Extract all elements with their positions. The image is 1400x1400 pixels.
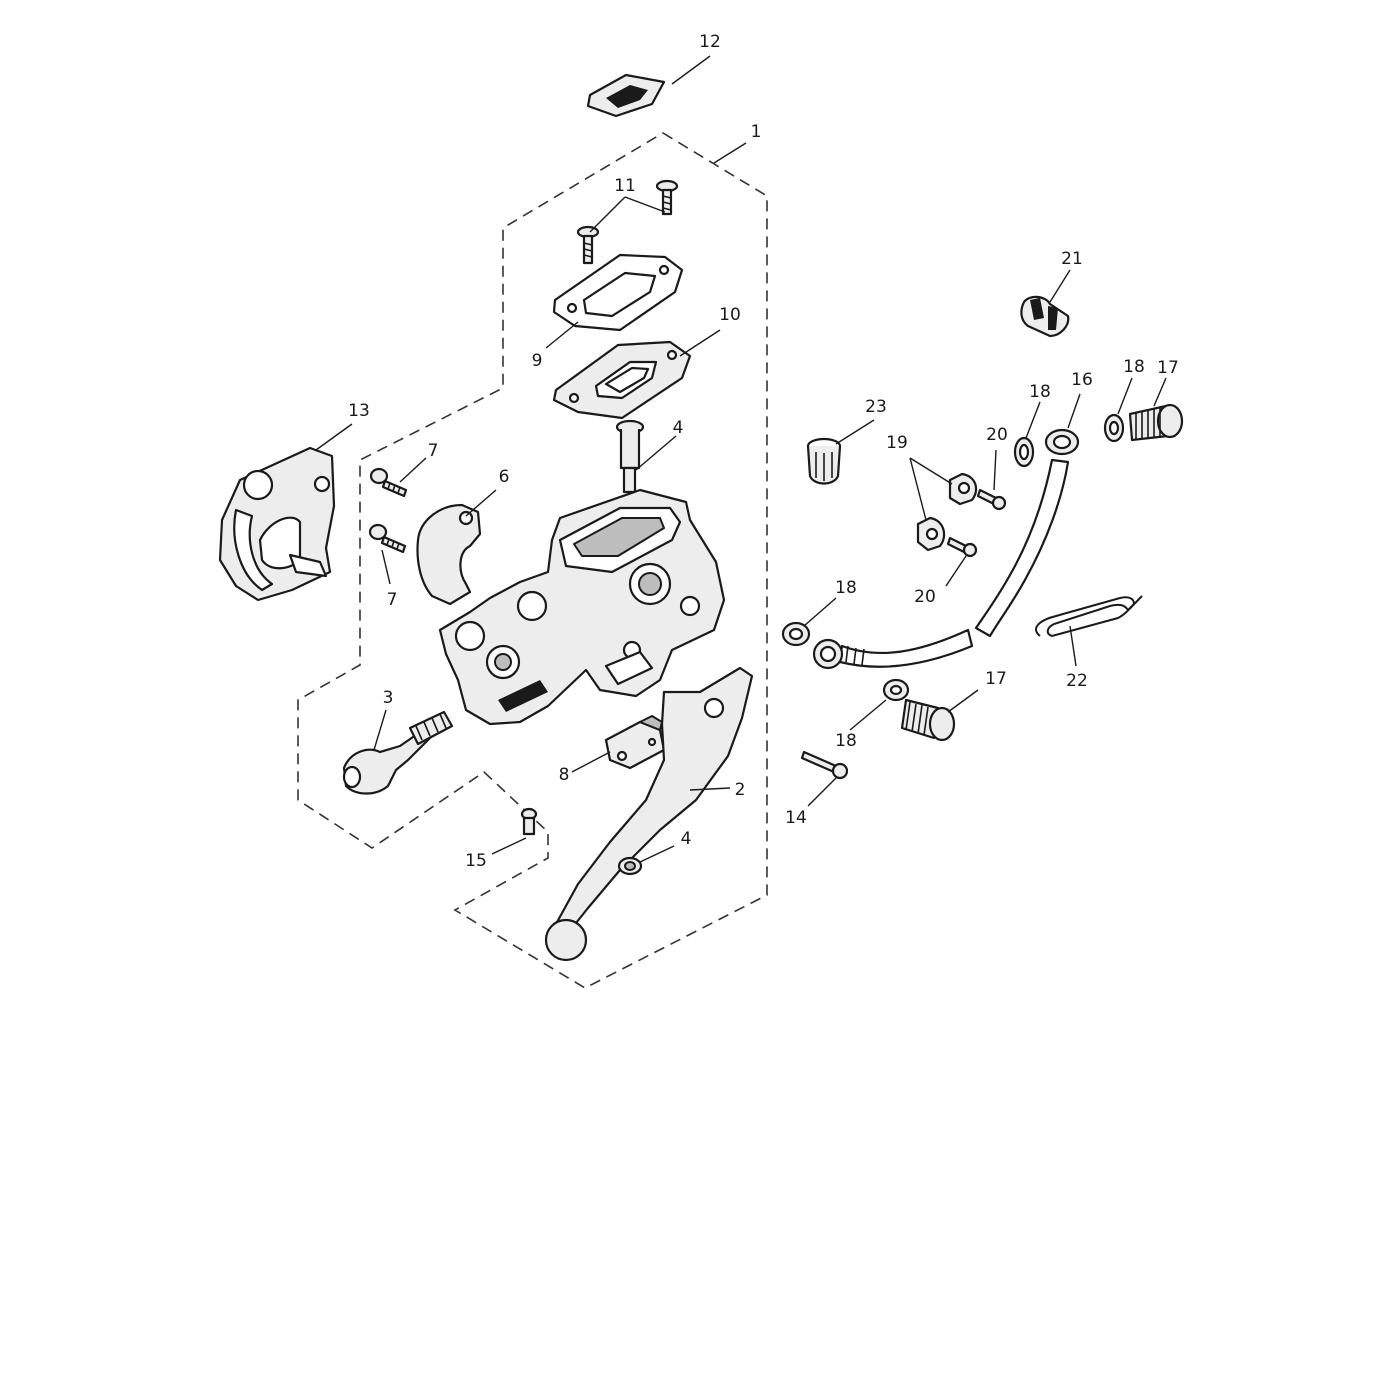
- part-4-nut: [617, 856, 643, 876]
- callout-4b: 4: [681, 829, 692, 849]
- assembly-outline: [297, 132, 768, 989]
- callout-18a: 18: [1029, 382, 1051, 402]
- callout-9: 9: [532, 351, 543, 371]
- callout-12: 12: [699, 32, 721, 52]
- part-7-bolts: [368, 467, 408, 554]
- callout-11: 11: [614, 176, 636, 196]
- part-21-grommet: [1020, 295, 1070, 338]
- callout-1: 1: [751, 122, 762, 142]
- part-17-banjo-bolts: [900, 403, 1184, 742]
- part-11-screws: [576, 179, 679, 265]
- callout-14: 14: [785, 808, 807, 828]
- part-2-lever: [544, 666, 754, 962]
- callout-3: 3: [383, 688, 394, 708]
- part-19-clips: [916, 472, 978, 552]
- callout-2: 2: [735, 780, 746, 800]
- leader-lines: [315, 55, 1167, 863]
- callout-13: 13: [348, 401, 370, 421]
- master-cylinder-body: [438, 488, 726, 726]
- callout-7b: 7: [387, 590, 398, 610]
- callout-8: 8: [559, 765, 570, 785]
- part-20-screws: [946, 488, 1007, 558]
- part-13-clamp: [218, 446, 336, 602]
- callout-20b: 20: [914, 587, 936, 607]
- part-15-screw: [520, 807, 538, 836]
- callout-18d: 18: [835, 731, 857, 751]
- callout-15: 15: [465, 851, 487, 871]
- callout-16: 16: [1071, 370, 1093, 390]
- part-8-switch: [604, 715, 666, 770]
- callout-6: 6: [499, 467, 510, 487]
- callout-23: 23: [865, 397, 887, 417]
- part-12-cap-cover: [586, 73, 666, 118]
- part-14-screw: [800, 750, 849, 780]
- part-4-pivot-bolt: [615, 419, 645, 494]
- callout-19: 19: [886, 433, 908, 453]
- callout-labels: 1 2 3 4 4 6 7 7 8 9 10 11 12 13 14 15 16…: [348, 32, 1179, 871]
- callout-17a: 17: [1157, 358, 1179, 378]
- part-10-diaphragm: [552, 340, 692, 420]
- part-16-brake-hose: [812, 428, 1080, 670]
- part-18-washers: [781, 413, 1125, 702]
- part-23-cap: [806, 437, 842, 485]
- callout-20a: 20: [986, 425, 1008, 445]
- callout-18c: 18: [835, 578, 857, 598]
- part-3-piston: [342, 710, 454, 795]
- part-22-spring-clip: [1035, 595, 1143, 638]
- callout-21: 21: [1061, 249, 1083, 269]
- callout-18b: 18: [1123, 357, 1145, 377]
- callout-4a: 4: [673, 418, 684, 438]
- callout-17b: 17: [985, 669, 1007, 689]
- part-9-plate: [552, 253, 684, 332]
- part-6-clamp-half: [416, 503, 482, 606]
- callout-22: 22: [1066, 671, 1088, 691]
- callout-10: 10: [719, 305, 741, 325]
- callout-7a: 7: [428, 441, 439, 461]
